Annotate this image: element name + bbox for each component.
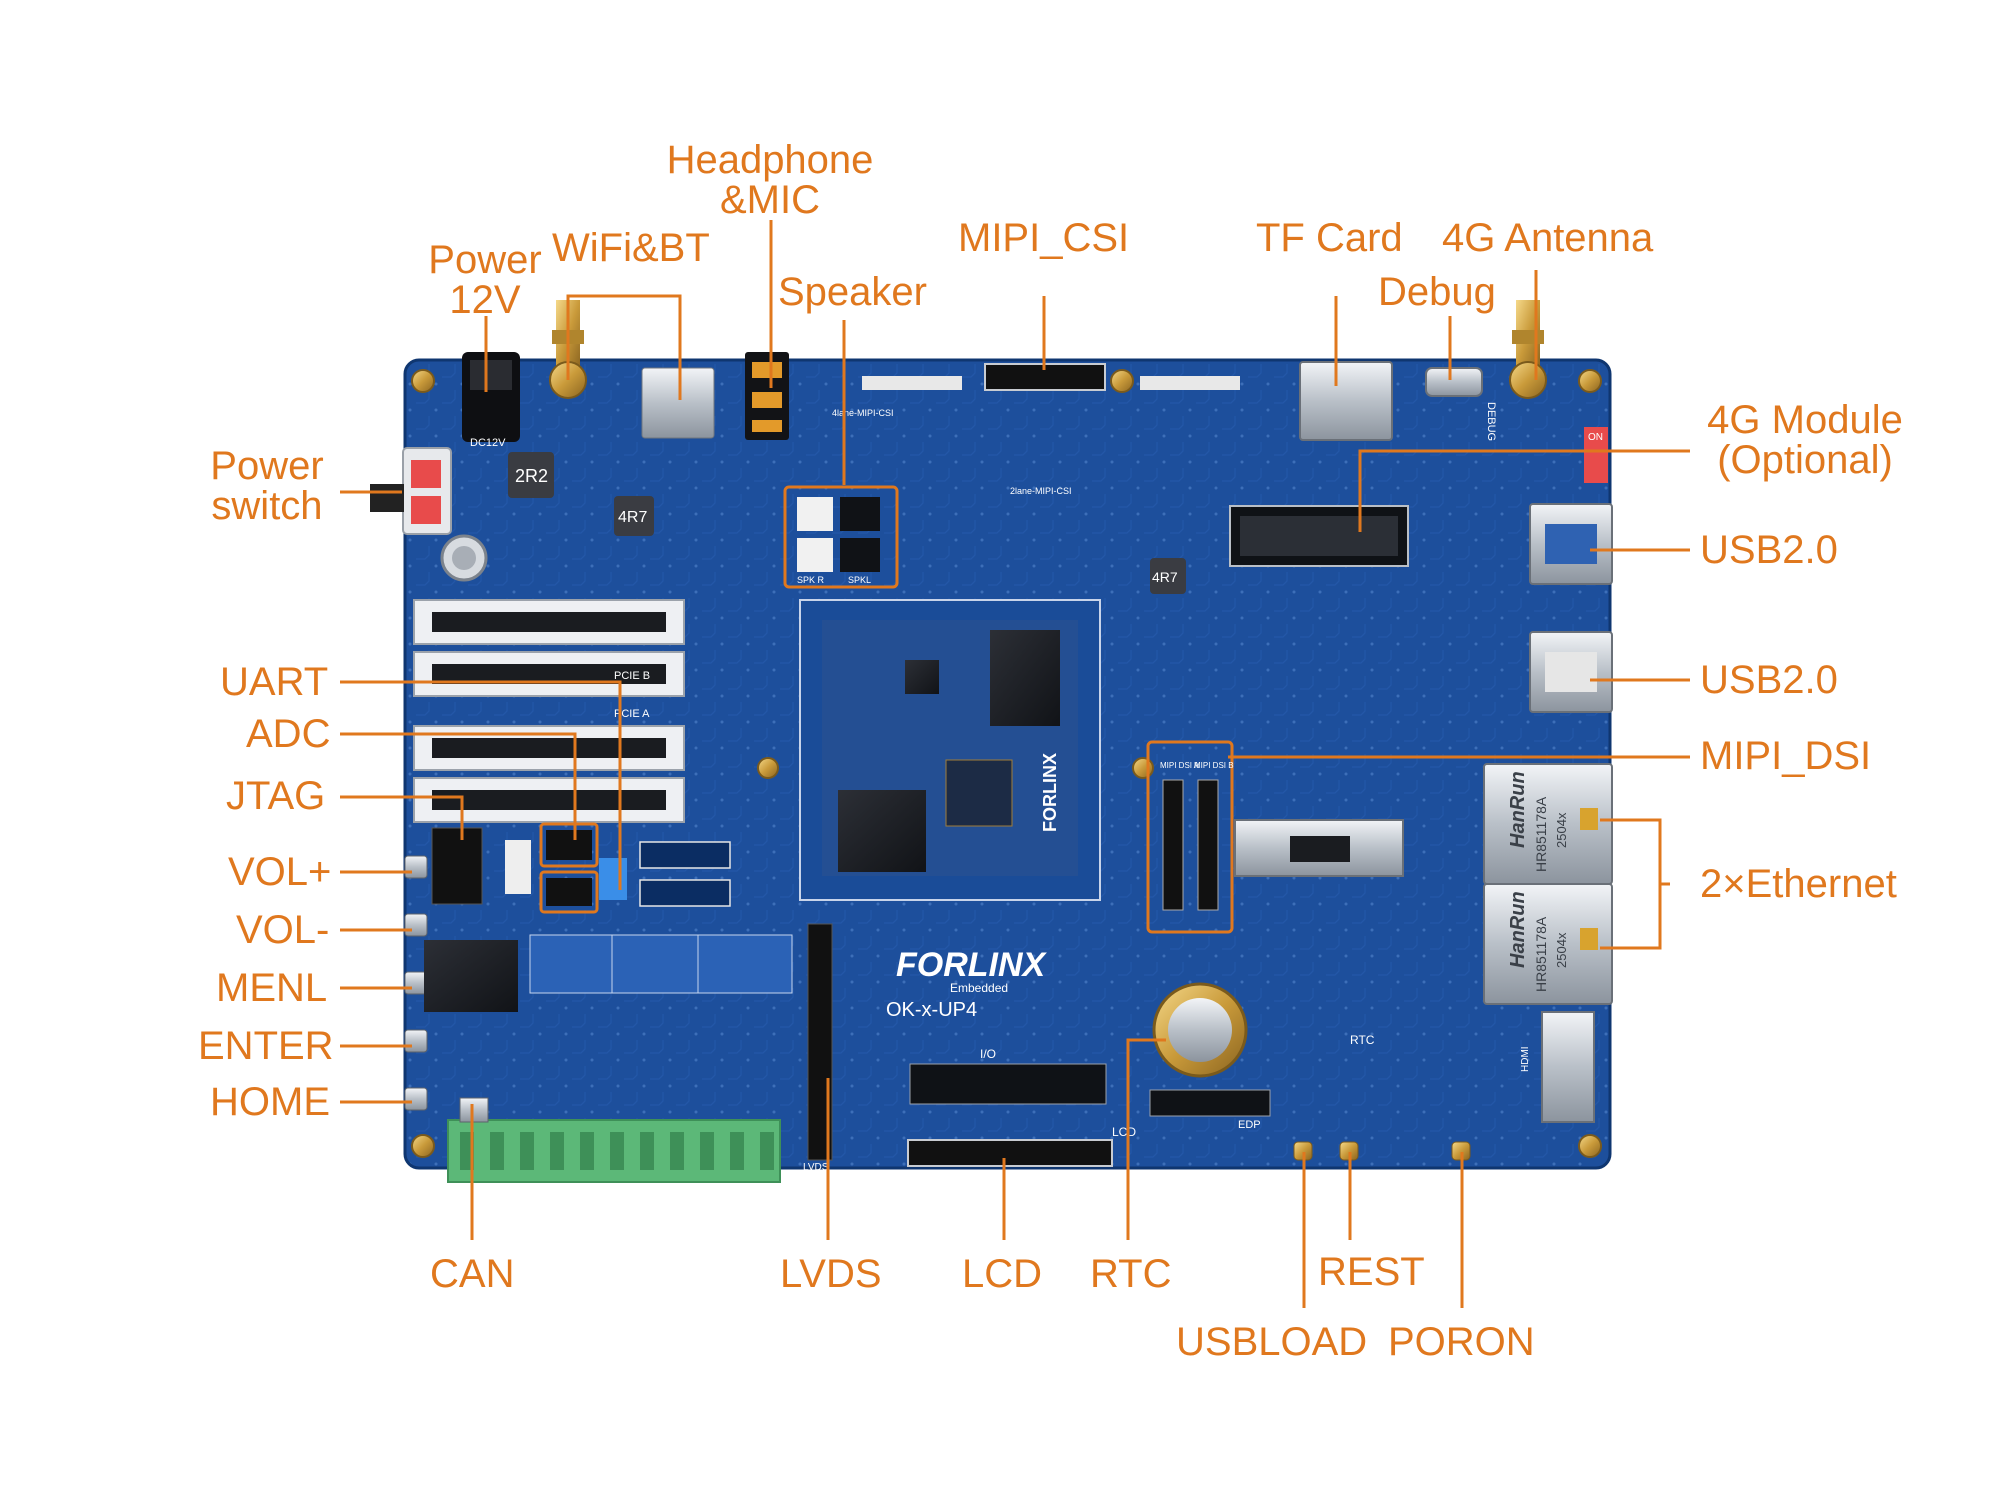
label-ethernet: 2×Ethernet (1700, 862, 1897, 906)
label-usb20-bottom: USB2.0 (1700, 658, 1838, 702)
silk-pcie-b: PCIE B (614, 670, 650, 682)
uart-header (539, 870, 599, 914)
io-header (909, 1063, 1107, 1105)
wifi-bt-module (641, 367, 715, 439)
jtag-header (431, 827, 483, 905)
silk-spk-l: SPKL (848, 575, 871, 585)
silk-lcd: LCD (1112, 1125, 1136, 1139)
label-mipi-dsi: MIPI_DSI (1700, 734, 1872, 778)
label-home: HOME (210, 1080, 330, 1124)
label-4g-module-line1: 4G Module (1707, 398, 1903, 442)
label-power-12v: Power 12V (410, 240, 560, 320)
silk-dc12v: DC12V (470, 437, 506, 449)
label-power-switch: Power switch (192, 446, 342, 526)
silk-lvds: LVDS (803, 1162, 829, 1173)
silk-2r2: 2R2 (515, 466, 548, 486)
silk-io: I/O (980, 1047, 996, 1061)
label-4g-module-line2: (Optional) (1717, 438, 1893, 482)
silk-lan-part-b: HR851178A (1533, 916, 1549, 992)
label-enter: ENTER (198, 1024, 334, 1068)
bottom-buttons[interactable] (1293, 1141, 1471, 1161)
label-lcd: LCD (962, 1252, 1043, 1296)
adc-pot[interactable] (599, 858, 627, 900)
label-can: CAN (430, 1252, 515, 1296)
tf-card-slot (1299, 361, 1393, 441)
label-speaker: Speaker (778, 270, 927, 314)
silk-brand-sub: Embedded (950, 981, 1008, 995)
mipi-dsi-connectors (1146, 740, 1234, 934)
label-power-line1: Power (428, 238, 542, 282)
label-mipi-csi: MIPI_CSI (958, 216, 1130, 260)
label-usbload: USBLOAD (1176, 1320, 1368, 1364)
label-4g-module: 4G Module (Optional) (1690, 400, 1920, 480)
label-wifi-bt: WiFi&BT (552, 226, 710, 270)
silk-rtc: RTC (1350, 1033, 1375, 1047)
silk-model: OK-x-UP4 (886, 999, 977, 1021)
label-adc: ADC (246, 712, 331, 756)
rtc-battery (1152, 982, 1248, 1078)
silk-dsi-a: MIPI DSI A (1160, 761, 1200, 770)
debug-usb-port (1425, 367, 1483, 397)
silk-hanrun-a: HanRun (1507, 771, 1529, 848)
silk-hdmi: HDMI (1520, 1046, 1531, 1072)
silk-4r7-b: 4R7 (1152, 569, 1178, 585)
label-vol-minus: VOL- (236, 908, 330, 952)
label-lvds: LVDS (780, 1252, 882, 1296)
label-jtag: JTAG (226, 774, 326, 818)
label-headphone-line1: Headphone (666, 138, 874, 182)
label-power-switch-line1: Power (210, 444, 324, 488)
4g-antenna-connector (1509, 300, 1547, 399)
label-usb20-top: USB2.0 (1700, 528, 1838, 572)
label-rest: REST (1318, 1250, 1425, 1294)
silk-brand: FORLINX (896, 946, 1048, 984)
label-uart: UART (220, 660, 329, 704)
silk-debug: DEBUG (1485, 402, 1497, 441)
adc-header (539, 822, 599, 868)
boot-dip-switch[interactable] (1584, 427, 1608, 483)
silk-spk-r: SPK R (797, 575, 825, 585)
silk-som-forlinx: FORLINX (1040, 753, 1060, 832)
speaker-connector-area (783, 485, 899, 589)
edp-header (1149, 1089, 1271, 1117)
som-core-board: FORLINX (799, 599, 1101, 901)
silk-csi-2line: 2lane-MIPI-CSI (1010, 486, 1072, 496)
label-headphone-mic: Headphone &MIC (655, 140, 885, 220)
silk-4r7-a: 4R7 (618, 509, 647, 526)
label-menl: MENL (216, 966, 328, 1010)
label-power-line2: 12V (449, 278, 521, 322)
silk-pcie-a: PCIE A (614, 708, 650, 720)
silk-csi-4line: 4lane-MIPI-CSI (832, 408, 894, 418)
leader-lines (340, 220, 1690, 1308)
label-tf-card: TF Card (1256, 216, 1403, 260)
label-rtc: RTC (1090, 1252, 1172, 1296)
silk-lan-code-b: 2504x (1554, 932, 1569, 968)
silk-on: ON (1588, 432, 1603, 443)
label-power-switch-line2: switch (211, 484, 323, 528)
label-4g-antenna: 4G Antenna (1442, 216, 1654, 260)
hdmi-connector (1541, 1011, 1595, 1123)
label-vol-plus: VOL+ (228, 850, 332, 894)
silk-lan-part-a: HR851178A (1533, 796, 1549, 872)
silk-edp: EDP (1238, 1119, 1261, 1131)
label-poron: PORON (1388, 1320, 1535, 1364)
silk-hanrun-b: HanRun (1507, 891, 1529, 968)
label-headphone-line2: &MIC (720, 178, 820, 222)
ethernet-ports: HanRun HanRun HR851178A HR851178A 2504x … (1483, 763, 1613, 1005)
label-debug: Debug (1378, 270, 1496, 314)
silk-dsi-b: MIPI DSI B (1194, 761, 1234, 770)
lcd-connector (907, 1139, 1113, 1167)
silk-lan-code-a: 2504x (1554, 812, 1569, 848)
